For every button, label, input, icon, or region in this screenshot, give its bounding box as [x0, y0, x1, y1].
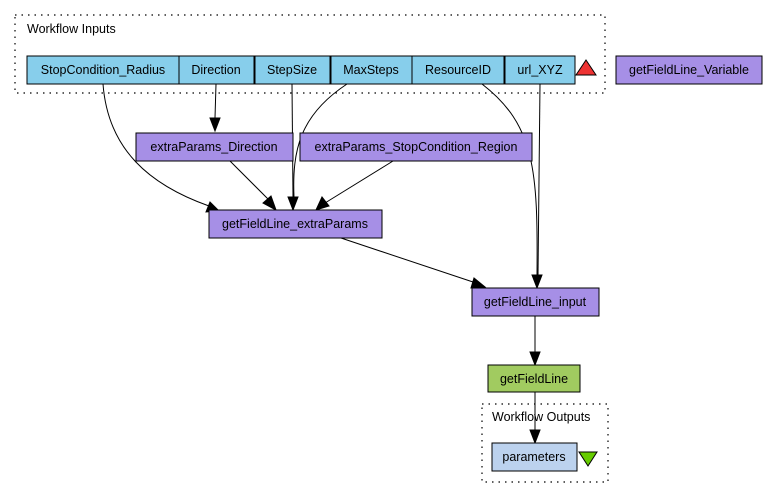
input-triangle-icon — [575, 59, 597, 76]
edge-resourceid-to-input — [481, 83, 538, 276]
edge-extraparams-to-input — [337, 236, 474, 283]
cluster-workflow-outputs: Workflow Outputs — [481, 403, 609, 483]
node-label: getFieldLine_extraParams — [222, 217, 368, 231]
edge-extraparams-region-to-extraparams — [324, 160, 394, 204]
node-url-xyz[interactable]: url_XYZ — [504, 55, 576, 85]
node-label: Direction — [191, 63, 240, 77]
arrowhead — [529, 429, 541, 445]
node-resourceid[interactable]: ResourceID — [411, 55, 505, 85]
node-maxsteps[interactable]: MaxSteps — [330, 55, 413, 85]
cluster-inputs-border — [14, 14, 606, 94]
node-parameters[interactable]: parameters — [491, 442, 578, 472]
output-triangle-icon — [578, 451, 598, 467]
node-getfieldline-extraparams[interactable]: getFieldLine_extraParams — [208, 209, 383, 239]
arrowhead — [531, 274, 543, 290]
cluster-inputs-label: Workflow Inputs — [27, 22, 116, 36]
node-direction[interactable]: Direction — [178, 55, 255, 85]
node-label: getFieldLine — [500, 372, 568, 386]
node-label: parameters — [502, 450, 565, 464]
node-getfieldline-variable[interactable]: getFieldLine_Variable — [615, 55, 763, 85]
node-label: extraParams_Direction — [150, 140, 277, 154]
arrowhead — [209, 117, 221, 133]
arrowhead — [470, 277, 487, 289]
node-extraparams-stopcondition-region[interactable]: extraParams_StopCondition_Region — [299, 132, 533, 162]
cluster-outputs-label: Workflow Outputs — [492, 410, 590, 424]
node-getfieldline-input[interactable]: getFieldLine_input — [471, 287, 600, 317]
node-label: getFieldLine_input — [484, 295, 587, 309]
cluster-outputs-border — [481, 403, 609, 483]
node-label: extraParams_StopCondition_Region — [315, 140, 518, 154]
node-label: url_XYZ — [517, 63, 563, 77]
node-getfieldline[interactable]: getFieldLine — [487, 364, 581, 393]
node-label: MaxSteps — [343, 63, 399, 77]
node-label: StopCondition_Radius — [41, 63, 165, 77]
node-label: getFieldLine_Variable — [629, 63, 749, 77]
edge-stopcondition-radius-to-extraparams — [102, 83, 210, 207]
arrowhead — [315, 196, 330, 211]
cluster-workflow-inputs: Workflow Inputs — [14, 14, 606, 94]
node-label: StepSize — [267, 63, 317, 77]
edge-direction-to-extraparams-direction — [214, 83, 217, 119]
edge-url-xyz-to-input — [537, 83, 541, 276]
arrowhead — [287, 196, 299, 212]
node-extraparams-direction[interactable]: extraParams_Direction — [135, 132, 294, 162]
node-stepsize[interactable]: StepSize — [254, 55, 331, 85]
arrowhead — [262, 195, 277, 212]
edge-extraparams-direction-to-extraparams — [229, 160, 269, 200]
node-label: ResourceID — [425, 63, 491, 77]
arrowhead — [529, 351, 541, 367]
node-stopcondition-radius[interactable]: StopCondition_Radius — [26, 55, 180, 85]
